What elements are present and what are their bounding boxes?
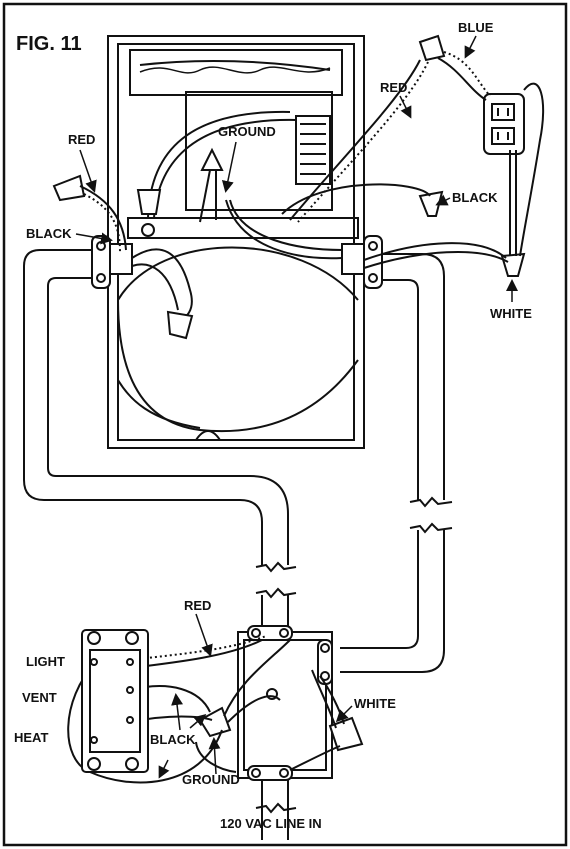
top-wire-nut-blue [418,34,446,62]
label-white-bottom: WHITE [354,696,396,711]
cable-clamp-left [91,235,133,289]
label-black-right: BLACK [452,190,498,205]
label-ground-bottom: GROUND [182,772,240,787]
label-white-top: WHITE [490,306,532,321]
conduit-left [23,249,289,570]
label-red-top: RED [380,80,407,95]
wire-nut-ground [200,147,224,171]
wire-nut-left-red [52,174,86,202]
label-blue: BLUE [458,20,494,35]
label-line-in: 120 VAC LINE IN [220,816,322,831]
receptacle [483,93,525,155]
motor-block [295,115,331,185]
figure-title: FIG. 11 [16,33,82,55]
label-vent: VENT [22,690,57,705]
label-black-left: BLACK [26,226,72,241]
top-right-wires [281,51,545,269]
label-heat: HEAT [14,730,48,745]
label-light: LIGHT [26,654,65,669]
label-red-left: RED [68,132,95,147]
label-ground-top: GROUND [218,124,276,139]
cable-clamp-right [341,235,383,289]
label-black-bottom: BLACK [150,732,196,747]
wire-nut-center [136,189,162,237]
fixture-housing [107,35,365,449]
label-red-bottom: RED [184,598,211,613]
leader-arrows [75,35,518,779]
wire-nut-inner [166,310,194,340]
conduit-right [340,253,445,673]
switch-plate [81,629,149,773]
